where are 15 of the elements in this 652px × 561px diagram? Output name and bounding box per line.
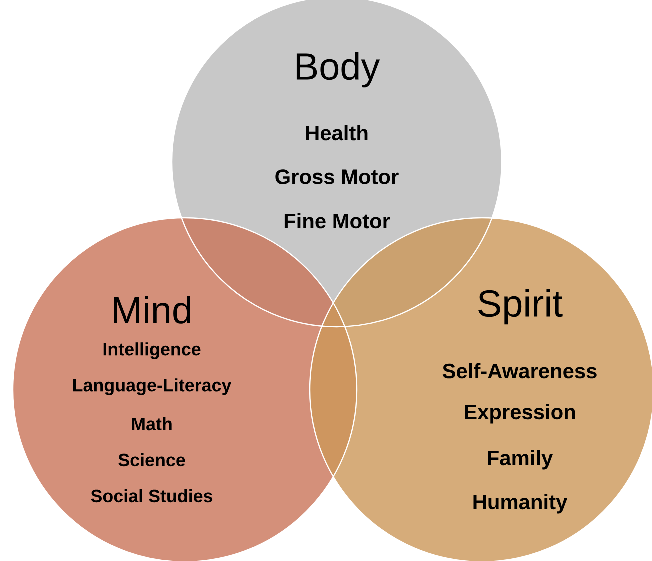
item-label: Fine Motor: [284, 213, 390, 229]
circle-title: Body: [296, 52, 380, 88]
item-label: Math: [132, 417, 172, 431]
item-label: Gross Motor: [276, 170, 399, 184]
item-label: Science: [118, 453, 186, 467]
item-label: Intelligence: [104, 342, 201, 360]
item-label: Social Studies: [91, 489, 213, 503]
item-label: Health: [306, 125, 368, 141]
item-label: Expression: [465, 404, 576, 424]
circle-title: Spirit: [478, 289, 563, 325]
item-label: Humanity: [474, 494, 568, 514]
item-label: Language-Literacy: [74, 378, 232, 396]
circle-title: Mind: [114, 296, 191, 324]
item-label: Family: [488, 450, 554, 470]
item-label: Self-Awareness: [442, 363, 597, 379]
